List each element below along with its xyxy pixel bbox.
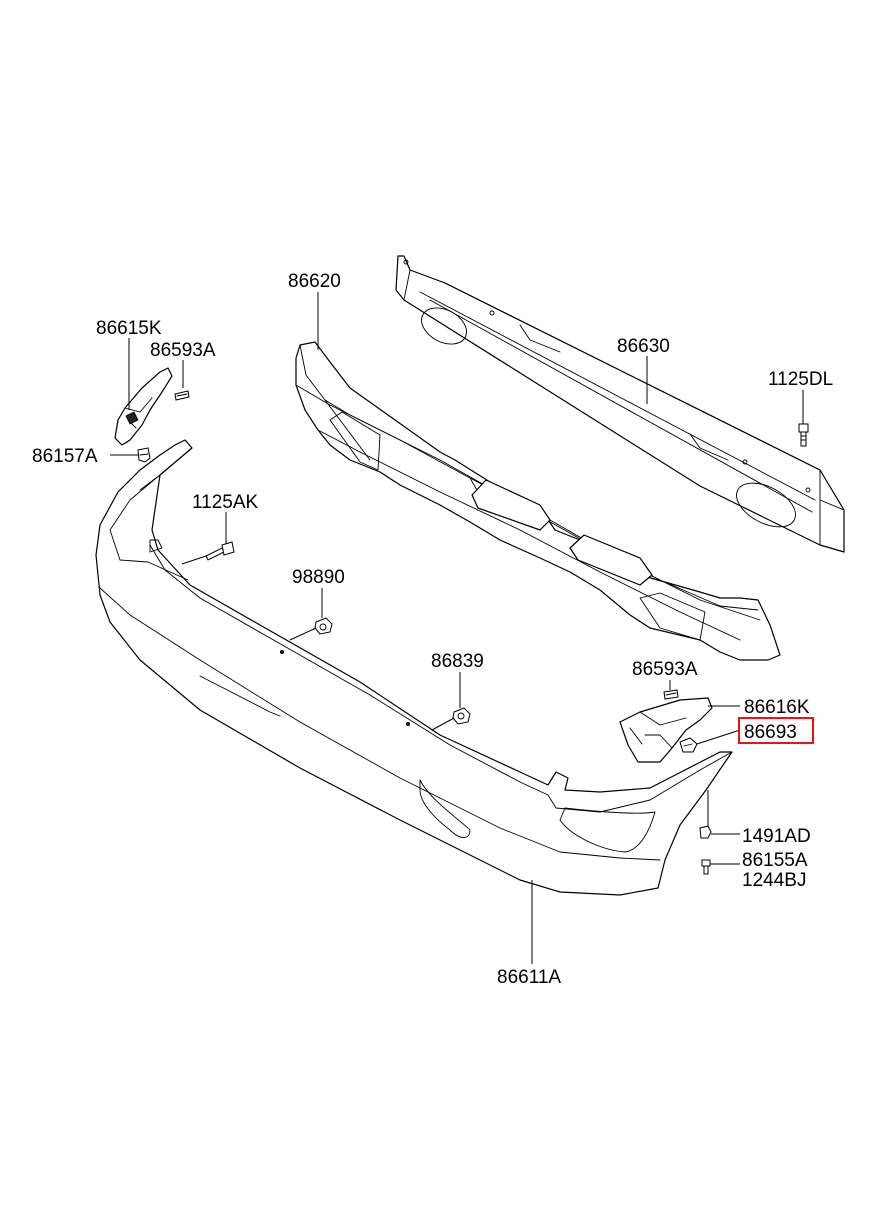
clip-86593A-right[interactable] xyxy=(663,689,679,700)
side-bracket-86615K[interactable] xyxy=(114,367,173,446)
fastener-86693[interactable] xyxy=(679,737,698,753)
label-86611A: 86611A xyxy=(497,967,561,988)
bolt-1125DL[interactable] xyxy=(798,423,809,447)
bumper-cover-86611A[interactable] xyxy=(95,439,733,896)
label-86693[interactable]: 86693 xyxy=(744,722,797,743)
label-1244BJ: 1244BJ xyxy=(742,870,806,891)
screw-86155A[interactable] xyxy=(701,859,711,875)
clip-86593A-left[interactable] xyxy=(174,390,190,401)
leader-lines xyxy=(110,292,804,964)
label-1125DL: 1125DL xyxy=(768,369,833,390)
energy-absorber-86620[interactable] xyxy=(295,341,781,661)
side-bracket-86616K[interactable] xyxy=(619,697,713,763)
label-98890: 98890 xyxy=(292,567,345,588)
reinforcement-rail-86630[interactable] xyxy=(395,255,845,553)
label-86157A: 86157A xyxy=(32,446,98,467)
clip-86157A[interactable] xyxy=(137,447,151,463)
label-86593A-right: 86593A xyxy=(632,659,698,680)
highlight-box-86693 xyxy=(738,717,814,744)
label-86155A: 86155A xyxy=(742,850,808,871)
bolt-1125AK[interactable] xyxy=(205,541,235,561)
nut-98890[interactable] xyxy=(314,617,333,635)
label-1125AK: 1125AK xyxy=(192,492,259,513)
nut-1491AD[interactable] xyxy=(699,825,712,839)
nut-86839[interactable] xyxy=(452,707,471,725)
label-86630: 86630 xyxy=(617,336,670,357)
label-86620: 86620 xyxy=(288,271,341,292)
label-86593A-left: 86593A xyxy=(150,340,216,361)
label-1491AD: 1491AD xyxy=(742,826,811,847)
label-86839: 86839 xyxy=(431,651,484,672)
label-86615K: 86615K xyxy=(96,318,162,339)
label-86616K: 86616K xyxy=(744,697,810,718)
